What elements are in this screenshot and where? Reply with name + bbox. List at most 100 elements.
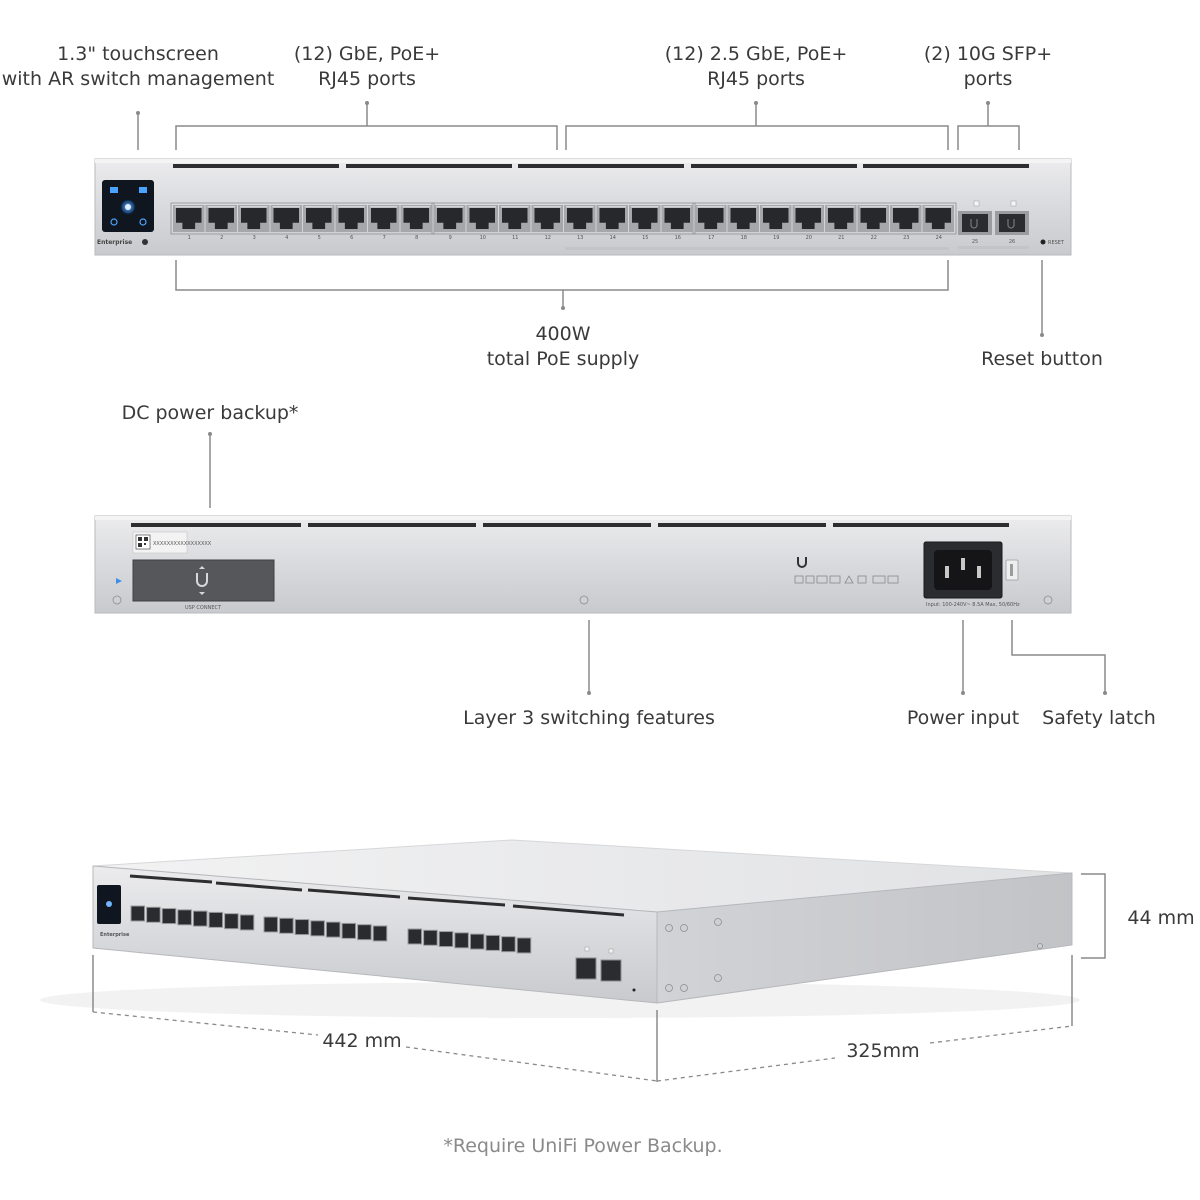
front-view: 1.3" touchscreen with AR switch manageme…	[2, 43, 1103, 370]
certification-marks	[794, 575, 899, 584]
port-number-22: 22	[871, 235, 877, 241]
perspective-port-22	[485, 934, 501, 951]
perspective-port-13	[325, 921, 341, 938]
touchscreen-label-line1: 1.3" touchscreen	[57, 43, 219, 65]
port-number-11: 11	[512, 235, 518, 241]
rj45-port-8[interactable]	[400, 205, 433, 232]
port-number-5: 5	[318, 235, 321, 241]
gbe-ports-label-line1: (12) GbE, PoE+	[294, 43, 440, 65]
rj45-port-16[interactable]	[661, 205, 694, 232]
perspective-port-18	[423, 929, 438, 946]
perspective-port-14	[341, 922, 357, 939]
rear-top-vents	[131, 523, 1009, 527]
rj45-port-3[interactable]	[238, 205, 270, 232]
port-number-19: 19	[773, 235, 779, 241]
rj45-port-20[interactable]	[792, 205, 825, 232]
sfp-number-25: 25	[972, 239, 978, 245]
touchscreen-display[interactable]	[102, 180, 154, 232]
rj45-port-14[interactable]	[596, 205, 629, 232]
perspective-port-1	[130, 905, 146, 922]
perspective-port-8	[239, 914, 255, 931]
port-number-6: 6	[350, 235, 353, 241]
depth-dimension: 325mm	[846, 1040, 919, 1062]
rj45-port-6[interactable]	[335, 205, 368, 232]
rj45-port-17[interactable]	[695, 205, 727, 232]
safety-latch-label: Safety latch	[1042, 707, 1156, 729]
perspective-port-3	[161, 908, 177, 925]
perspective-sfp-ports	[575, 946, 636, 992]
power-inlet[interactable]	[923, 541, 1003, 599]
port-number-21: 21	[838, 235, 844, 241]
rj45-port-19[interactable]	[760, 205, 792, 232]
sfp-port-26[interactable]	[995, 211, 1029, 235]
gbe25-ports-label-line1: (12) 2.5 GbE, PoE+	[665, 43, 848, 65]
perspective-port-17	[407, 928, 423, 945]
rj45-port-11[interactable]	[499, 205, 531, 232]
port-number-12: 12	[545, 235, 551, 241]
layer3-label: Layer 3 switching features	[463, 707, 715, 729]
rear-view: DC power backup* XXXXXXXXXXXXXXXXX	[94, 402, 1156, 729]
sfp-ports-label-line2: ports	[964, 68, 1013, 90]
perspective-port-2	[146, 906, 161, 923]
rj45-port-1[interactable]	[173, 205, 205, 232]
port-number-23: 23	[903, 235, 909, 241]
port-number-14: 14	[610, 235, 616, 241]
rj45-port-13[interactable]	[564, 205, 596, 232]
rj45-port-5[interactable]	[303, 205, 335, 232]
height-dimension: 44 mm	[1127, 907, 1194, 929]
rj45-port-2[interactable]	[205, 205, 238, 232]
rj45-port-21[interactable]	[825, 205, 857, 232]
rj45-port-4[interactable]	[270, 205, 303, 232]
perspective-port-19	[438, 931, 454, 948]
rj45-port-7[interactable]	[368, 205, 400, 232]
reset-button-label: Reset button	[981, 348, 1103, 370]
sfp-port-25[interactable]	[958, 211, 992, 235]
port-number-1: 1	[188, 235, 191, 241]
rj45-port-9[interactable]	[434, 205, 466, 232]
perspective-brand-label: Enterprise	[100, 932, 130, 938]
rj45-port-10[interactable]	[466, 205, 499, 232]
front-callout-lines	[136, 101, 1020, 150]
perspective-port-23	[501, 936, 516, 953]
usp-led-icon	[116, 578, 122, 584]
perspective-port-9	[263, 916, 279, 933]
brand-plus-icon	[142, 239, 148, 245]
reset-button[interactable]	[1040, 239, 1046, 245]
port-number-8: 8	[415, 235, 418, 241]
input-rating-label: Input: 100-240V~ 8.5A Max, 50/60Hz	[926, 602, 1020, 608]
perspective-port-5	[192, 910, 208, 927]
perspective-view: Enterprise	[40, 839, 1195, 1082]
width-dimension: 442 mm	[322, 1030, 401, 1052]
perspective-port-21	[469, 933, 485, 950]
rj45-port-22[interactable]	[857, 205, 890, 232]
port-number-13: 13	[577, 235, 583, 241]
perspective-port-15	[357, 924, 372, 941]
port-number-3: 3	[253, 235, 256, 241]
front-top-vents	[173, 164, 1029, 168]
rj45-port-15[interactable]	[629, 205, 661, 232]
safety-latch[interactable]	[1005, 559, 1019, 581]
perspective-port-7	[224, 913, 239, 930]
perspective-port-11	[294, 919, 310, 936]
rj45-port-12[interactable]	[531, 205, 564, 232]
rj45-port-18[interactable]	[727, 205, 760, 232]
touchscreen-label-line2: with AR switch management	[2, 68, 275, 90]
gbe-ports-label-line2: RJ45 ports	[318, 68, 416, 90]
rj45-port-24[interactable]	[922, 205, 955, 232]
sfp-ports-label-line1: (2) 10G SFP+	[924, 43, 1052, 65]
gbe25-ports-label-line2: RJ45 ports	[707, 68, 805, 90]
port-number-18: 18	[741, 235, 747, 241]
front-bottom-callouts	[175, 260, 1044, 337]
perspective-port-16	[372, 925, 388, 942]
usp-connect-port[interactable]	[132, 559, 275, 602]
rear-screws	[112, 595, 1053, 605]
rj45-port-23[interactable]	[890, 205, 922, 232]
port-number-20: 20	[806, 235, 812, 241]
serial-label: XXXXXXXXXXXXXXXXX	[132, 531, 212, 554]
sfp-number-26: 26	[1009, 239, 1015, 245]
perspective-port-4	[177, 909, 192, 926]
footnote: *Require UniFi Power Backup.	[443, 1135, 722, 1157]
dc-backup-label: DC power backup*	[122, 402, 299, 424]
